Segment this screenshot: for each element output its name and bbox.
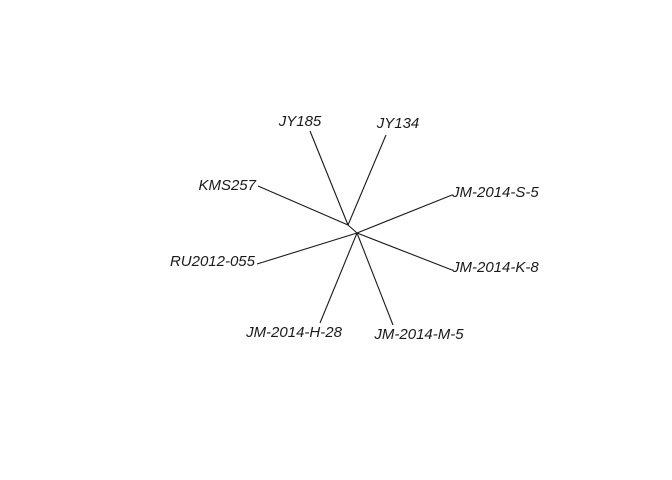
internal-branch: [347, 224, 358, 234]
branch-jm-2014-s-5: [356, 194, 453, 234]
branch-ru2012-055: [256, 232, 358, 265]
tip-label-jm-2014-h-28: JM-2014-H-28: [245, 324, 343, 341]
tip-label-ru2012-055: RU2012-055: [170, 253, 256, 270]
branch-jy185: [309, 130, 349, 226]
tip-label-jy185: JY185: [278, 113, 322, 130]
branch-kms257: [257, 185, 349, 226]
tip-label-jm-2014-m-5: JM-2014-M-5: [373, 326, 464, 343]
tip-label-jm-2014-s-5: JM-2014-S-5: [451, 184, 539, 201]
tip-label-kms257: KMS257: [198, 177, 256, 194]
branch-jm-2014-m-5: [356, 232, 394, 326]
branch-jy134: [347, 134, 387, 226]
tip-label-jy134: JY134: [376, 115, 420, 132]
branches: [256, 130, 453, 326]
tip-label-jm-2014-k-8: JM-2014-K-8: [451, 259, 539, 276]
branch-jm-2014-k-8: [356, 232, 453, 271]
branch-jm-2014-h-28: [319, 232, 358, 324]
